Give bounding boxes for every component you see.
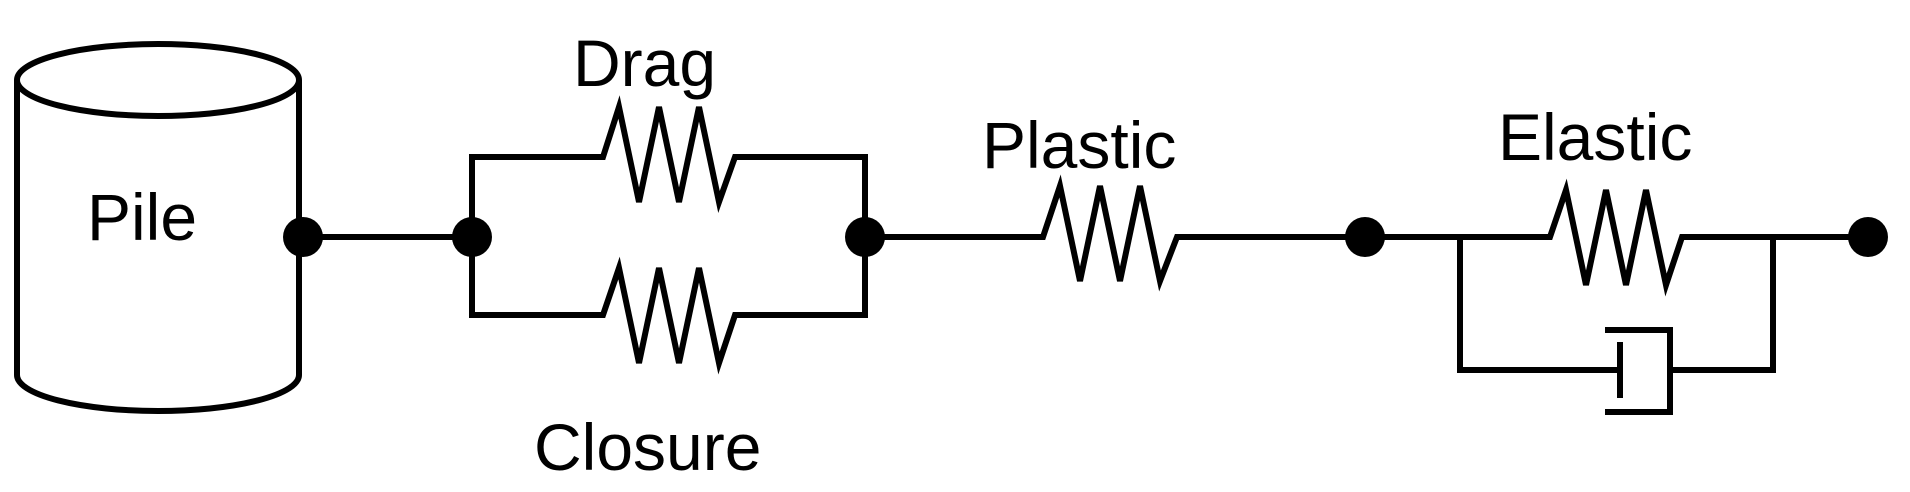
parallel-frame	[469, 154, 868, 318]
closure-label: Closure	[534, 410, 761, 484]
node-plastic-right	[1345, 217, 1385, 257]
elastic-label: Elastic	[1498, 100, 1692, 174]
drag-spring	[593, 95, 743, 214]
pile-label: Pile	[87, 180, 197, 254]
dashpot	[1605, 327, 1673, 415]
pile-cylinder	[14, 41, 302, 414]
elastic-frame	[1457, 234, 1776, 373]
node-parallel-left	[452, 217, 492, 257]
node-output	[1848, 217, 1888, 257]
plastic-spring	[1033, 174, 1200, 292]
node-pile	[283, 217, 323, 257]
elastic-spring	[1540, 178, 1690, 297]
plastic-label: Plastic	[982, 108, 1176, 182]
drag-label: Drag	[573, 26, 716, 100]
node-parallel-right	[845, 217, 885, 257]
closure-spring	[593, 256, 743, 375]
